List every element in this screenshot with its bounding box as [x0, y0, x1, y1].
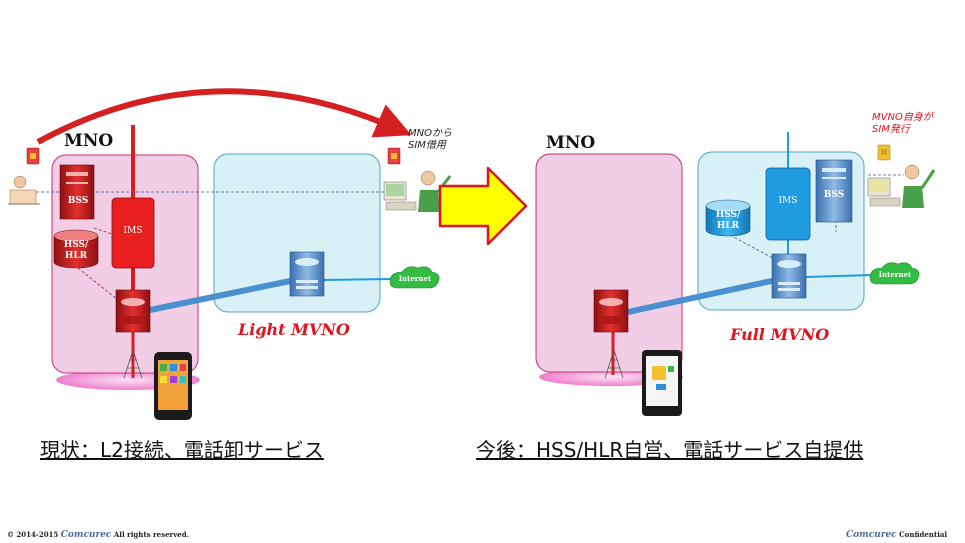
sim-note-line: SIM発行 — [872, 124, 910, 135]
bss-server-icon — [59, 164, 95, 220]
internet-link-line — [321, 278, 393, 281]
mvno-operator-person-icon — [867, 164, 936, 208]
right-caption: 今後：HSS/HLR自営、電話サービス自提供 — [476, 438, 864, 462]
hss-hlr-label: HSS/ HLR — [54, 240, 98, 262]
company-logo: Comcurec — [846, 530, 897, 540]
copyright-footer: © 2014-2015 Comcurec All rights reserved… — [7, 530, 189, 540]
ims-label: IMS — [123, 226, 143, 236]
hss-hlr-database-icon — [53, 229, 99, 269]
sim-issue-note: MVNO自身が SIM発行 — [872, 112, 933, 136]
transition-arrow — [438, 166, 528, 246]
sim-note-line: SIM借用 — [408, 140, 446, 151]
gateway-server-icon — [115, 289, 151, 333]
confidential-text: Confidential — [899, 530, 948, 539]
antenna-tower-icon — [123, 349, 143, 379]
right-future-architecture — [535, 132, 936, 416]
hss-link-line — [77, 267, 119, 301]
hss-hlr-line: HLR — [64, 251, 88, 261]
mvno-gateway-server-icon — [771, 253, 807, 299]
hss-hlr-label: HSS/ HLR — [706, 210, 750, 232]
mno-operator-person-icon — [8, 175, 40, 205]
full-mvno-label: Full MVNO — [730, 325, 830, 344]
internet-cloud-icon — [389, 266, 440, 289]
confidential-footer: Comcurec Confidential — [846, 530, 947, 540]
sim-card-icon — [387, 147, 401, 165]
hss-hlr-database-icon — [705, 199, 751, 237]
sim-borrow-note: MNOから SIM借用 — [408, 128, 452, 152]
bss-label: BSS — [67, 196, 89, 206]
internet-label: Internet — [878, 270, 912, 279]
light-mvno-zone — [213, 153, 381, 313]
company-logo: Comcurec — [60, 530, 112, 540]
internet-link-line — [805, 274, 873, 278]
smartphone-icon — [642, 350, 682, 416]
mvno-gateway-server-icon — [289, 251, 325, 297]
sim-note-line: MVNO自身が — [872, 112, 933, 123]
rights-text: All rights reserved. — [113, 530, 190, 539]
mno-label: MNO — [546, 133, 596, 153]
ims-box-icon — [111, 197, 155, 269]
internet-label: Internet — [398, 274, 432, 283]
left-caption: 現状：L2接続、電話卸サービス — [40, 438, 324, 462]
bss-label: BSS — [823, 190, 845, 200]
ims-box-icon — [765, 167, 811, 241]
mno-zone — [535, 153, 683, 373]
left-current-architecture — [8, 88, 452, 420]
hss-link-line — [729, 234, 781, 263]
hss-hlr-line: HSS/ — [63, 240, 89, 250]
antenna-tower-icon — [604, 349, 624, 379]
smartphone-icon — [154, 352, 192, 420]
mno-label: MNO — [64, 131, 114, 151]
sim-note-line: MNOから — [408, 128, 452, 139]
l2-connection-line — [149, 277, 296, 313]
l2-connection-line — [627, 277, 777, 315]
bss-server-icon — [815, 159, 853, 223]
hss-hlr-line: HSS/ — [715, 210, 741, 220]
sim-card-icon — [877, 144, 891, 161]
internet-cloud-icon — [869, 262, 920, 285]
gateway-server-icon — [593, 289, 629, 333]
copyright-years: © 2014-2015 — [7, 530, 59, 539]
sim-card-icon — [26, 147, 40, 165]
ims-label: IMS — [778, 196, 798, 206]
hss-hlr-line: HLR — [716, 221, 740, 231]
sim-lend-arrow — [36, 88, 412, 145]
light-mvno-label: Light MVNO — [238, 320, 350, 339]
